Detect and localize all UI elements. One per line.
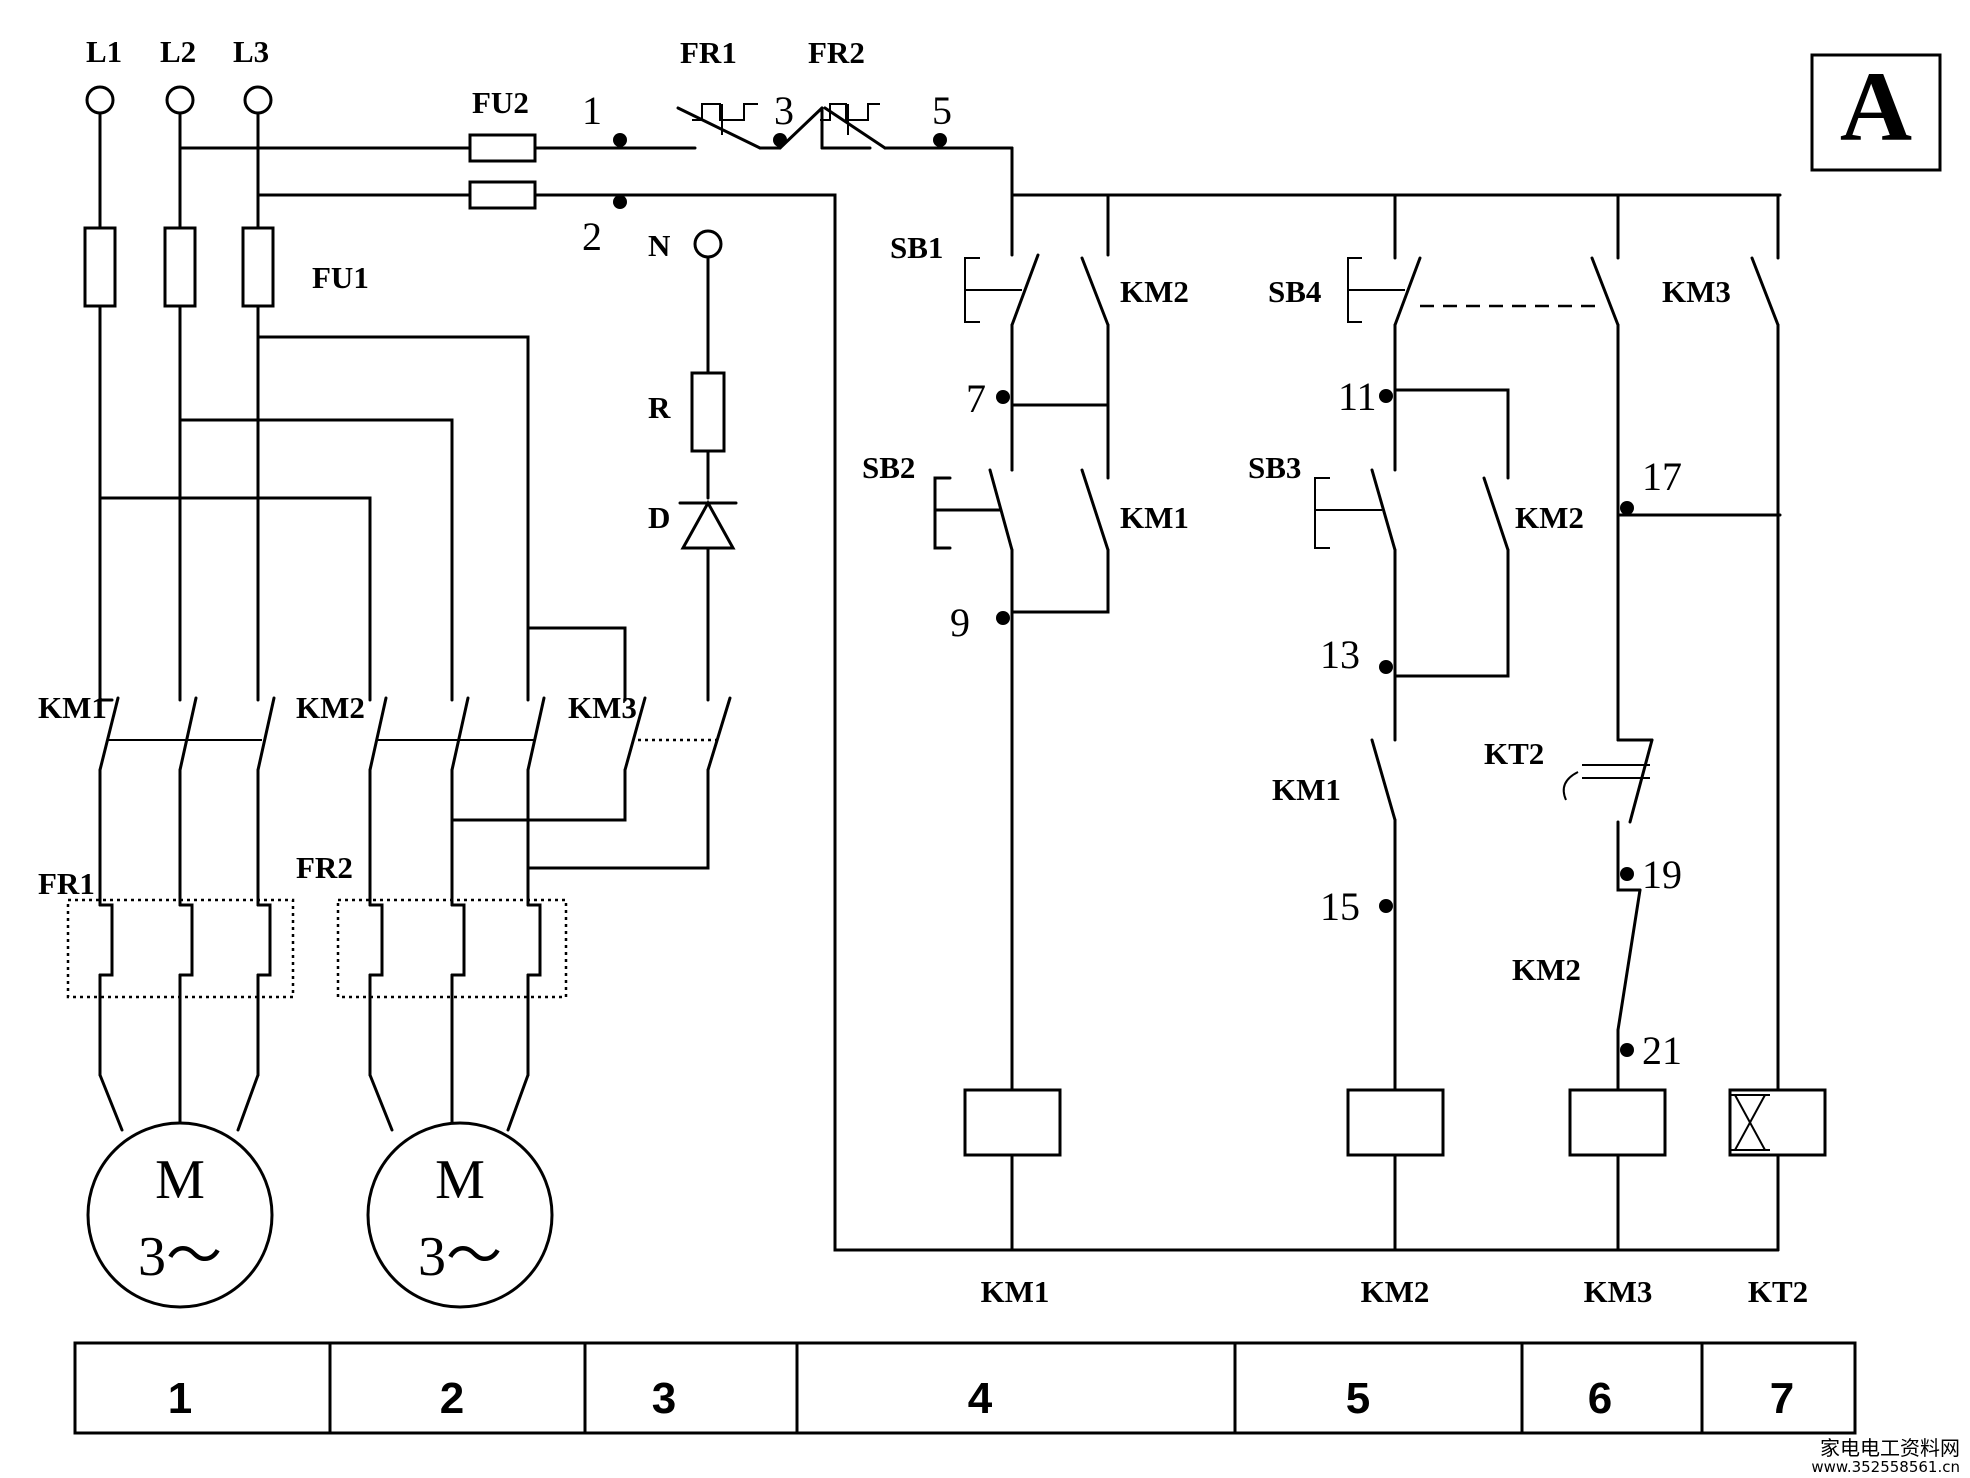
coil-km1-label: KM1	[981, 1274, 1050, 1309]
km2-holding-contact-label: KM2	[1515, 500, 1584, 535]
coil-labels: KM1 KM2 KM3 KT2	[981, 1274, 1809, 1309]
zone-6: 6	[1588, 1374, 1612, 1423]
motor-1-phase: 3～	[138, 1226, 222, 1288]
zone-7: 7	[1770, 1374, 1794, 1423]
zone-strip: 1 2 3 4 5 6 7	[73, 1341, 1857, 1435]
node-21: 21	[1642, 1028, 1682, 1073]
node-19: 19	[1642, 852, 1682, 897]
fu2-fuses: FU2	[468, 85, 537, 210]
node-3: 3	[774, 88, 794, 133]
motor-1-letter: M	[155, 1149, 205, 1211]
rung-km1: SB1 KM2 SB2 KM1 7 9	[862, 193, 1189, 1252]
kt2-contact-label: KT2	[1484, 736, 1544, 771]
km1-holding-contact-label: KM1	[1120, 500, 1189, 535]
zone-4: 4	[968, 1374, 993, 1423]
phase-l2-label: L2	[160, 34, 196, 69]
diode-label: D	[648, 500, 670, 535]
coil-kt2-label: KT2	[1748, 1274, 1808, 1309]
resistor-label: R	[648, 390, 671, 425]
corner-label-box: A	[1810, 51, 1942, 172]
node-7: 7	[966, 376, 986, 421]
node-15: 15	[1320, 884, 1360, 929]
km2-main-contact-label: KM2	[296, 690, 365, 725]
sb3-label: SB3	[1248, 450, 1301, 485]
top-nodes: 1 2 3 5	[582, 88, 952, 259]
control-top-line: FR1 FR2	[676, 35, 1782, 197]
watermark: 家电电工资料网 www.352558561.cn	[1811, 1436, 1960, 1476]
fr1-contact-label: FR1	[680, 35, 737, 70]
zone-3: 3	[652, 1374, 676, 1423]
km3-contact-label: KM3	[1662, 274, 1731, 309]
km3-main-contact-label: KM3	[568, 690, 637, 725]
zone-1: 1	[168, 1374, 192, 1423]
motor-2: M 3～	[418, 1149, 502, 1288]
km2-interlock-contact-label: KM2	[1512, 952, 1581, 987]
node-13: 13	[1320, 632, 1360, 677]
neutral-label: N	[648, 228, 670, 263]
node-1: 1	[582, 88, 602, 133]
fu1-label: FU1	[312, 260, 369, 295]
km1-main-contact-label: KM1	[38, 690, 107, 725]
km2-nc-contact-label: KM2	[1120, 274, 1189, 309]
corner-label: A	[1840, 51, 1912, 162]
km1-interlock-contact-label: KM1	[1272, 772, 1341, 807]
zone-2: 2	[440, 1374, 464, 1423]
rung-km3: KM3 KT2 KM2 17 19 21	[1484, 193, 1782, 1252]
rung-km2: SB4 SB3 KM2 KM1 11 13 15	[1248, 193, 1595, 1252]
fu2-label: FU2	[472, 85, 529, 120]
watermark-site: 家电电工资料网	[1820, 1436, 1960, 1460]
node-17: 17	[1642, 454, 1682, 499]
power-wiring	[66, 111, 1012, 1309]
motor-1: M 3～	[138, 1149, 222, 1288]
fr2-element-label: FR2	[296, 850, 353, 885]
watermark-url: www.352558561.cn	[1811, 1458, 1960, 1476]
coil-km2-label: KM2	[1361, 1274, 1430, 1309]
dc-supply-branch: N R D	[648, 228, 738, 702]
power-contact-labels: KM1 KM2 KM3 FR1 FR2	[38, 690, 637, 901]
fr1-element-label: FR1	[38, 866, 95, 901]
node-11: 11	[1338, 374, 1377, 419]
phase-l3-label: L3	[233, 34, 269, 69]
phase-l1-label: L1	[86, 34, 122, 69]
motor-2-phase: 3～	[418, 1226, 502, 1288]
zone-5: 5	[1346, 1374, 1370, 1423]
node-2: 2	[582, 214, 602, 259]
sb2-label: SB2	[862, 450, 915, 485]
node-5: 5	[932, 88, 952, 133]
node-9: 9	[950, 600, 970, 645]
fr2-contact-label: FR2	[808, 35, 865, 70]
phase-terminals: L1 L2 L3	[85, 34, 273, 115]
rung-kt2	[1728, 193, 1827, 1252]
sb1-label: SB1	[890, 230, 943, 265]
coil-km3-label: KM3	[1584, 1274, 1653, 1309]
sb4-label: SB4	[1268, 274, 1321, 309]
motor-2-letter: M	[435, 1149, 485, 1211]
